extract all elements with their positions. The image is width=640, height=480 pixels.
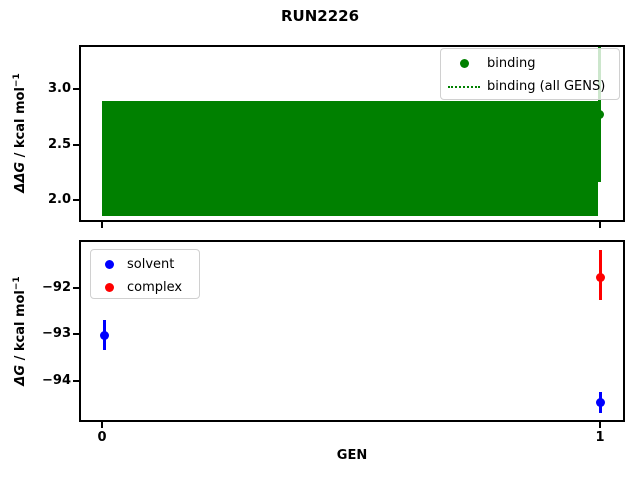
legend-label: binding (all GENS)	[487, 79, 606, 94]
ytick-mark	[73, 199, 79, 201]
ytick-label: 2.5	[47, 137, 71, 152]
dotted-line-icon	[447, 85, 481, 88]
legend-label: solvent	[127, 257, 175, 272]
ylabel-sup: −1	[11, 276, 22, 291]
solvent-gen1-marker	[596, 398, 605, 407]
legend-label: binding	[487, 56, 536, 71]
solvent-gen0-marker	[100, 331, 109, 340]
top-legend: binding binding (all GENS)	[440, 48, 620, 100]
legend-item-complex: complex	[97, 276, 191, 299]
legend-item-solvent: solvent	[97, 253, 191, 276]
ylabel-unit: / kcal mol	[13, 87, 29, 162]
ytick-mark	[73, 88, 79, 90]
binding-all-gens-error-band	[102, 101, 598, 216]
ylabel-sup: −1	[11, 73, 22, 88]
legend-label: complex	[127, 280, 183, 295]
ylabel-math: ΔG	[13, 364, 29, 386]
ytick-label: 2.0	[47, 192, 71, 207]
bottom-y-axis-label: ΔG / kcal mol−1	[12, 276, 28, 385]
legend-item-binding: binding	[447, 52, 611, 75]
ytick-mark	[73, 380, 79, 382]
ytick-label: −92	[42, 280, 71, 295]
ytick-label: 3.0	[47, 81, 71, 96]
xtick-mark	[101, 422, 103, 428]
top-y-axis-label: ΔΔG / kcal mol−1	[12, 73, 28, 192]
binding-dot-icon	[447, 59, 481, 68]
xtick-mark	[599, 422, 601, 428]
xtick-label: 0	[97, 430, 107, 445]
ytick-label: −94	[42, 373, 71, 388]
legend-item-binding-all-gens: binding (all GENS)	[447, 75, 611, 98]
binding-gen1-marker	[595, 110, 604, 119]
figure-title: RUN2226	[280, 7, 360, 25]
ylabel-unit: / kcal mol	[13, 290, 29, 365]
ytick-label: −93	[42, 326, 71, 341]
ylabel-math: ΔΔG	[13, 161, 29, 193]
bottom-axes: solvent complex	[79, 240, 625, 422]
complex-gen1-marker	[596, 273, 605, 282]
xtick-mark	[599, 222, 601, 228]
xtick-label: 1	[595, 430, 605, 445]
bottom-legend: solvent complex	[90, 249, 200, 299]
solvent-dot-icon	[97, 260, 121, 269]
top-axes: binding binding (all GENS)	[79, 45, 625, 222]
ytick-mark	[73, 333, 79, 335]
xtick-mark	[101, 222, 103, 228]
ytick-mark	[73, 144, 79, 146]
complex-dot-icon	[97, 283, 121, 292]
ytick-mark	[73, 287, 79, 289]
x-axis-label: GEN	[336, 448, 368, 463]
